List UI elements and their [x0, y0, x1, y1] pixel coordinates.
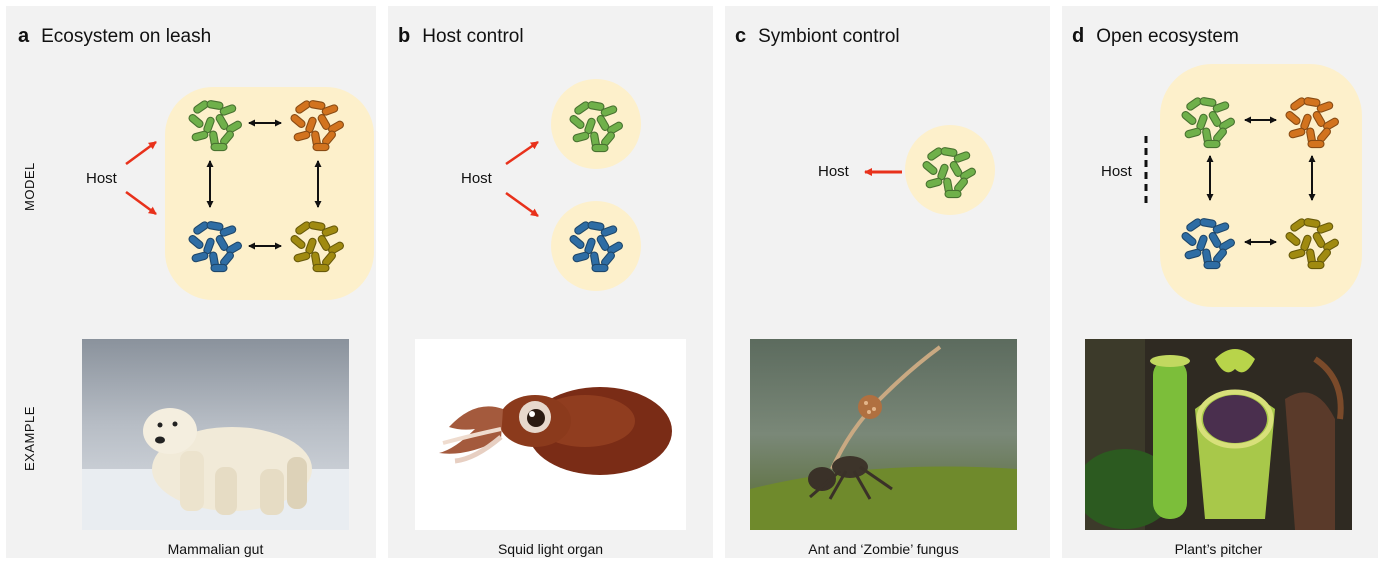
- example-caption: Squid light organ: [415, 541, 686, 557]
- squid-photo: [415, 339, 686, 530]
- microbe-rod: [1308, 140, 1324, 147]
- example-caption: Ant and ‘Zombie’ fungus: [750, 541, 1017, 557]
- model-diagram: [725, 6, 1050, 326]
- example-caption: Plant’s pitcher: [1085, 541, 1352, 557]
- example-caption: Mammalian gut: [82, 541, 349, 557]
- polar-bear-photo: [82, 339, 349, 530]
- model-diagram: [6, 6, 376, 326]
- pitcher-plant-photo: [1085, 339, 1352, 530]
- host-control-arrow: [126, 192, 156, 214]
- panel-symbiont-control: cSymbiont control Host Ant and ‘Zombie’ …: [725, 6, 1050, 558]
- microbe-rod: [313, 143, 329, 150]
- community-blob: [551, 201, 641, 291]
- microbe-rod: [1308, 261, 1324, 268]
- host-label: Host: [1101, 163, 1132, 180]
- host-control-arrow: [506, 193, 538, 216]
- host-label: Host: [461, 170, 492, 187]
- community-blob: [1160, 64, 1362, 307]
- microbe-rod: [592, 264, 608, 271]
- microbe-rod: [313, 264, 329, 271]
- host-control-arrow: [126, 142, 156, 164]
- model-diagram: [388, 6, 713, 326]
- microbe-rod: [211, 264, 227, 271]
- host-label: Host: [818, 163, 849, 180]
- microbe-rod: [1204, 261, 1220, 268]
- host-label: Host: [86, 170, 117, 187]
- microbe-rod: [945, 190, 961, 197]
- community-blob: [551, 79, 641, 169]
- host-control-arrow: [506, 142, 538, 164]
- microbe-rod: [1204, 140, 1220, 147]
- microbe-rod: [592, 144, 608, 151]
- row-label-example: EXAMPLE: [22, 406, 37, 471]
- community-blob: [905, 125, 995, 215]
- microbe-rod: [211, 143, 227, 150]
- zombie-ant-photo: [750, 339, 1017, 530]
